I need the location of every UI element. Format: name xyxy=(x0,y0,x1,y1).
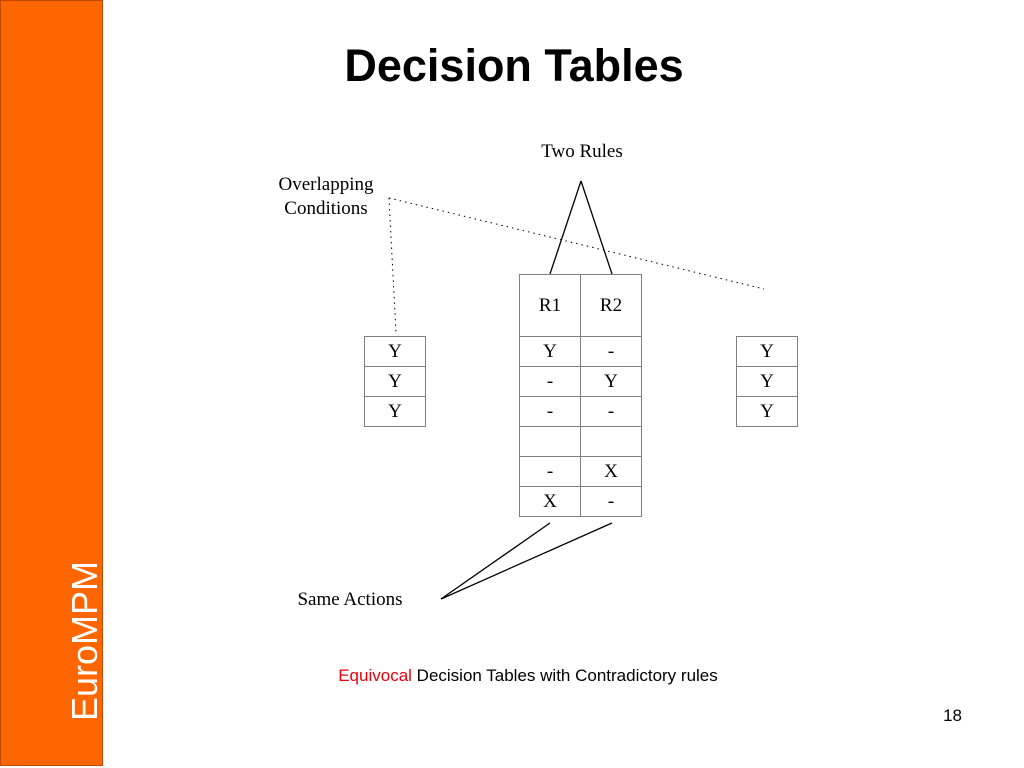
caption: Equivocal Decision Tables with Contradic… xyxy=(0,665,1024,687)
overlapping-label-line2: Conditions xyxy=(284,198,368,219)
action-row-2: X - xyxy=(519,486,642,517)
table-cell xyxy=(580,426,642,457)
table-cell: - xyxy=(519,396,581,427)
left-conditions-table: Y Y Y xyxy=(364,336,426,427)
table-cell: Y xyxy=(580,366,642,397)
two-rules-connector-r2 xyxy=(580,180,613,275)
two-rules-connector-r1 xyxy=(549,180,582,275)
table-cell: - xyxy=(580,486,642,517)
condition-row-1: Y - xyxy=(519,336,642,367)
rules-table: R1 R2 Y - - Y - - - X X - xyxy=(519,274,642,517)
rules-table-header-row: R1 R2 xyxy=(519,274,642,337)
table-cell: - xyxy=(580,396,642,427)
two-rules-label: Two Rules xyxy=(541,141,623,162)
table-cell: Y xyxy=(364,336,426,367)
rule-header-r1: R1 xyxy=(519,274,581,337)
slide-title: Decision Tables xyxy=(344,40,684,91)
sidebar-band: EuroMPM xyxy=(0,0,105,766)
table-cell: - xyxy=(580,336,642,367)
condition-row-3: - - xyxy=(519,396,642,427)
page-number: 18 xyxy=(943,706,962,725)
table-cell: Y xyxy=(736,366,798,397)
table-cell: Y xyxy=(519,336,581,367)
rule-header-r2: R2 xyxy=(580,274,642,337)
table-cell: X xyxy=(519,486,581,517)
table-cell: - xyxy=(519,366,581,397)
overlapping-conditions-label: Overlapping Conditions xyxy=(256,173,396,221)
table-cell: Y xyxy=(364,396,426,427)
condition-row-2: - Y xyxy=(519,366,642,397)
overlap-dotted-line-left xyxy=(388,197,397,334)
table-cell: Y xyxy=(736,396,798,427)
same-actions-connector-r2 xyxy=(440,522,613,600)
same-actions-label: Same Actions xyxy=(297,589,403,610)
table-cell: Y xyxy=(736,336,798,367)
caption-text: Decision Tables with Contradictory rules xyxy=(411,666,718,685)
action-row-1: - X xyxy=(519,456,642,487)
table-cell: Y xyxy=(364,366,426,397)
overlap-dotted-line-right xyxy=(388,197,765,290)
table-cell xyxy=(519,426,581,457)
table-cell: X xyxy=(580,456,642,487)
caption-highlight: Equivocal xyxy=(338,666,412,685)
same-actions-connector-r1 xyxy=(440,522,551,600)
right-conditions-table: Y Y Y xyxy=(736,336,798,427)
overlapping-label-line1: Overlapping xyxy=(278,174,374,195)
table-cell: - xyxy=(519,456,581,487)
separator-row xyxy=(519,426,642,457)
